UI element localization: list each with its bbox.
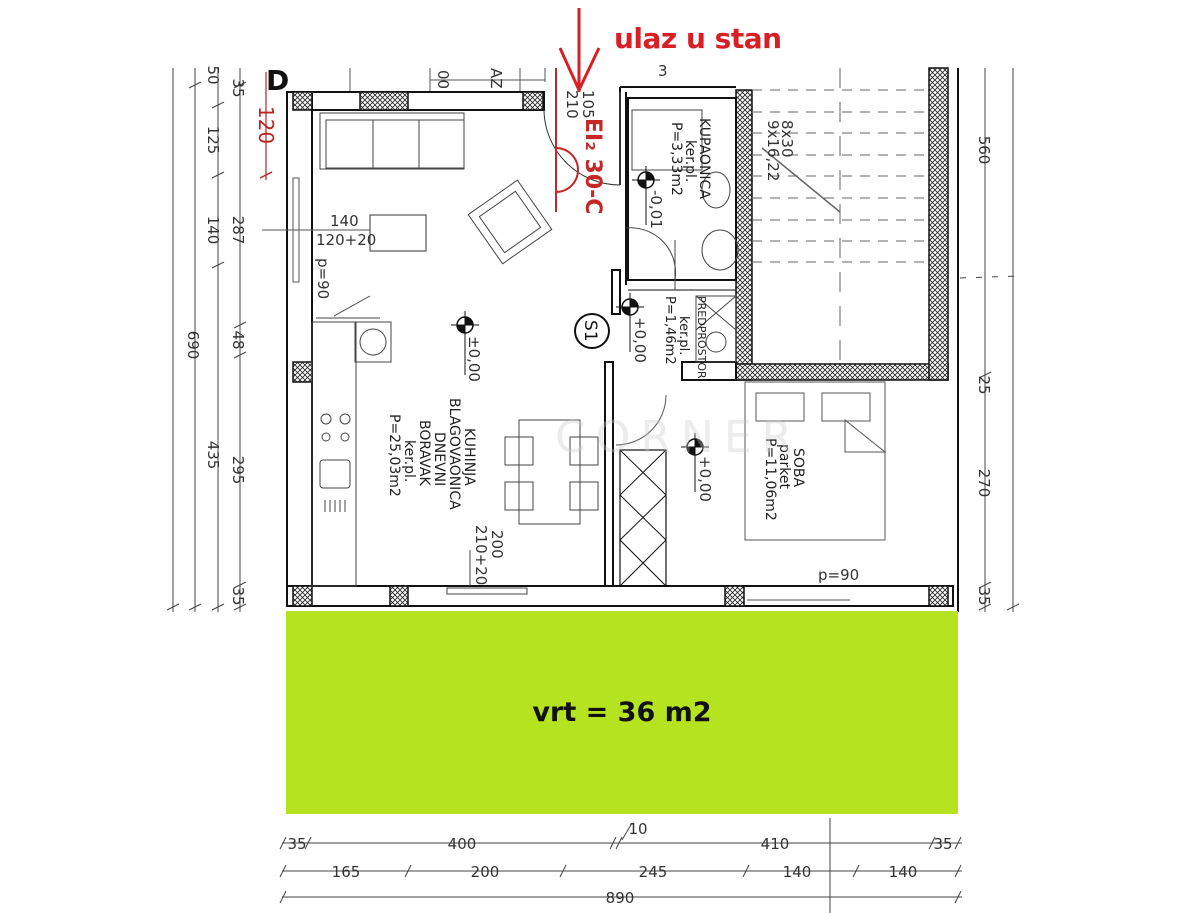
level-marker-icon [616, 293, 644, 352]
window-label: 120+20 [316, 231, 376, 249]
svg-text:35: 35 [229, 78, 247, 97]
left-window [262, 177, 427, 283]
left-dimension-lines [166, 68, 247, 612]
door-label: 210+20 [472, 525, 490, 585]
red-dimension-120: 120 [254, 72, 278, 180]
svg-text:560: 560 [975, 136, 993, 165]
room-label-bedroom: SOBA parket P=11,06m2 [762, 438, 806, 521]
svg-text:245: 245 [639, 863, 668, 881]
svg-text:parket: parket [776, 444, 792, 489]
svg-text:P=3,33m2: P=3,33m2 [668, 122, 684, 196]
svg-text:50: 50 [204, 65, 222, 84]
top-label-3: 3 [658, 62, 668, 80]
svg-text:270: 270 [975, 469, 993, 498]
room-label-hallway: PREDPROSTOR ker.pl. P=1,46m2 [662, 296, 708, 379]
svg-text:ker.pl.: ker.pl. [401, 440, 417, 482]
svg-text:ker.pl.: ker.pl. [676, 316, 691, 355]
entrance-door [543, 92, 621, 186]
svg-text:10: 10 [628, 820, 647, 838]
level-markers [451, 166, 709, 492]
living-furniture [311, 112, 599, 595]
level-marker-icon [681, 433, 709, 492]
bathroom-fixtures [625, 109, 739, 363]
svg-text:EI₂ 30-C: EI₂ 30-C [580, 118, 605, 214]
room-label-kitchen-living: KUHINJA BLAGOVAONICA DNEVNI BORAVAK ker.… [386, 398, 477, 510]
entrance-arrow-icon [558, 8, 601, 92]
bedroom-furniture [615, 381, 887, 601]
top-label-az: AZ [487, 68, 505, 89]
svg-text:120: 120 [254, 106, 278, 144]
svg-text:KUHINJA: KUHINJA [461, 428, 477, 486]
svg-text:35: 35 [975, 586, 993, 605]
level-marker-icon [451, 311, 479, 375]
svg-text:S1: S1 [580, 320, 600, 342]
svg-text:105: 105 [579, 90, 597, 119]
bottom-dimension-texts: 35 400 10 410 35 165 200 245 140 140 890 [287, 820, 952, 907]
svg-text:125: 125 [204, 126, 222, 155]
svg-text:35: 35 [933, 835, 952, 853]
svg-text:PREDPROSTOR: PREDPROSTOR [695, 296, 708, 379]
garden-area: vrt = 36 m2 [286, 611, 958, 814]
svg-text:48: 48 [229, 330, 247, 349]
staircase [752, 68, 929, 360]
section-marker-s1: S1 [574, 313, 610, 349]
garden-label: vrt = 36 m2 [532, 697, 712, 728]
svg-text:P=11,06m2: P=11,06m2 [762, 438, 778, 521]
door-label: 200 [488, 530, 506, 559]
top-construction-lines [349, 68, 557, 92]
room-label-bathroom: KUPAONICA ker.pl. P=3,33m2 [668, 118, 712, 199]
svg-text:KUPAONICA: KUPAONICA [696, 118, 712, 199]
level-text: ±0,00 [465, 336, 483, 382]
svg-text:35: 35 [287, 835, 306, 853]
svg-text:140: 140 [204, 216, 222, 245]
svg-text:200: 200 [471, 863, 500, 881]
svg-text:400: 400 [448, 835, 477, 853]
svg-text:BLAGOVAONICA: BLAGOVAONICA [446, 398, 462, 510]
bottom-dimension-lines [279, 818, 962, 913]
left-dimension-texts: 690 50 125 140 435 35 287 48 295 35 [184, 65, 247, 605]
parapet-label: p=90 [314, 258, 332, 299]
svg-text:890: 890 [606, 889, 635, 907]
svg-text:ker.pl.: ker.pl. [682, 140, 698, 182]
svg-text:690: 690 [184, 331, 202, 360]
svg-text:295: 295 [229, 456, 247, 485]
svg-text:BORAVAK: BORAVAK [416, 420, 432, 486]
svg-text:SOBA: SOBA [790, 448, 806, 488]
svg-text:140: 140 [783, 863, 812, 881]
level-marker-icon [632, 166, 660, 225]
level-text: -0,01 [647, 190, 665, 229]
svg-text:210: 210 [563, 90, 581, 119]
right-dimension-texts: 560 25 270 35 [975, 136, 993, 606]
outer-walls [286, 68, 959, 612]
svg-text:25: 25 [975, 375, 993, 394]
level-text: +0,00 [696, 456, 714, 502]
watermark: CORNER [555, 412, 802, 463]
interior-walls [604, 86, 737, 587]
svg-text:287: 287 [229, 216, 247, 245]
right-dimension-lines [959, 68, 1021, 612]
top-marker-letter: D [266, 64, 289, 97]
top-label-00: 00 [434, 70, 452, 89]
fire-door-annotation: EI₂ 30-C 105 210 [555, 68, 605, 214]
svg-text:P=1,46m2: P=1,46m2 [662, 296, 677, 365]
svg-text:35: 35 [229, 586, 247, 605]
svg-text:140: 140 [889, 863, 918, 881]
svg-text:DNEVNI: DNEVNI [431, 432, 447, 486]
window-label: 140 [330, 212, 359, 230]
parapet-label: p=90 [818, 566, 859, 584]
svg-text:410: 410 [761, 835, 790, 853]
stairs-label-1: 8x30 [778, 120, 796, 158]
svg-text:P=25,03m2: P=25,03m2 [386, 414, 402, 497]
stairs-label-2: 9x16,22 [764, 120, 782, 181]
level-text: +0,00 [631, 317, 649, 363]
svg-text:435: 435 [204, 441, 222, 470]
svg-text:165: 165 [332, 863, 361, 881]
entrance-label: ulaz u stan [614, 22, 782, 55]
